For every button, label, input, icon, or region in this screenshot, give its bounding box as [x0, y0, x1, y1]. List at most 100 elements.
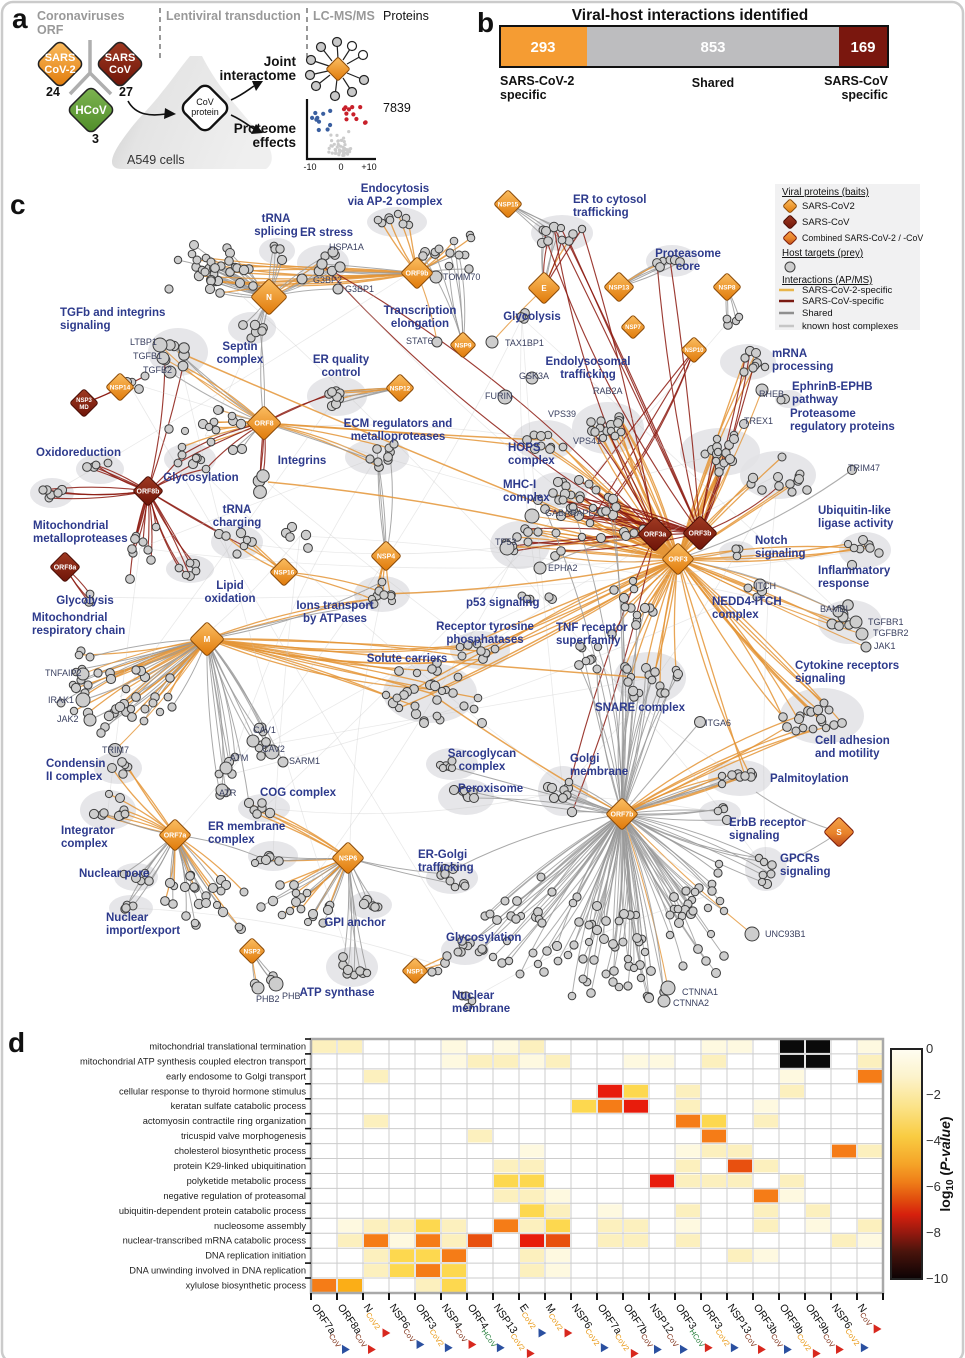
svg-text:Proteasome: Proteasome: [655, 248, 721, 260]
svg-text:Endocytosis: Endocytosis: [361, 183, 429, 195]
svg-text:Joint: Joint: [264, 54, 297, 69]
svg-text:mRNA: mRNA: [772, 348, 807, 360]
svg-text:via AP-2 complex: via AP-2 complex: [348, 196, 443, 208]
svg-text:superfamily: superfamily: [556, 635, 621, 647]
svg-text:Glycosylation: Glycosylation: [163, 472, 238, 484]
svg-text:Solute carriers: Solute carriers: [367, 653, 448, 665]
svg-text:II complex: II complex: [46, 771, 103, 783]
svg-text:metalloproteases: metalloproteases: [33, 533, 128, 545]
svg-text:NSP7: NSP7: [625, 325, 641, 331]
svg-text:negative regulation of proteas: negative regulation of proteasomal: [163, 1191, 306, 1201]
svg-text:COG complex: COG complex: [260, 787, 337, 799]
svg-text:CAV2: CAV2: [262, 744, 285, 754]
svg-text:IRAK1: IRAK1: [48, 695, 74, 705]
svg-text:A549 cells: A549 cells: [127, 153, 185, 167]
svg-text:Nuclear pore: Nuclear pore: [79, 868, 149, 880]
svg-text:signaling: signaling: [60, 320, 110, 332]
svg-text:S: S: [836, 828, 842, 837]
svg-text:ER-Golgi: ER-Golgi: [418, 849, 467, 861]
svg-text:SARS-CoV: SARS-CoV: [824, 74, 889, 88]
svg-text:-10: -10: [303, 162, 316, 172]
svg-text:ORF3b: ORF3b: [689, 531, 712, 538]
svg-text:853: 853: [700, 39, 725, 56]
svg-text:Lentiviral transduction: Lentiviral transduction: [166, 9, 301, 23]
svg-text:xylulose biosynthetic process: xylulose biosynthetic process: [186, 1281, 307, 1291]
svg-text:Coronaviruses: Coronaviruses: [37, 9, 125, 23]
svg-text:Condensin: Condensin: [46, 758, 105, 770]
svg-text:Nuclear: Nuclear: [106, 912, 149, 924]
svg-text:oxidation: oxidation: [204, 593, 255, 605]
svg-text:ORF7a: ORF7a: [164, 833, 187, 840]
svg-text:SNARE complex: SNARE complex: [595, 702, 686, 714]
svg-text:TAX1BP1: TAX1BP1: [505, 338, 544, 348]
svg-text:MD: MD: [79, 405, 89, 411]
svg-text:mitochondrial translational te: mitochondrial translational termination: [149, 1042, 306, 1052]
svg-text:ER membrane: ER membrane: [208, 821, 285, 833]
svg-text:Notch: Notch: [755, 535, 788, 547]
svg-text:E: E: [541, 284, 547, 293]
svg-text:G3BP1: G3BP1: [345, 284, 374, 294]
svg-text:−8: −8: [926, 1225, 941, 1240]
svg-text:NSP2: NSP2: [244, 948, 261, 955]
svg-text:import/export: import/export: [106, 925, 180, 937]
svg-text:LTBP1: LTBP1: [130, 337, 157, 347]
svg-text:EphrinB-EPHB: EphrinB-EPHB: [792, 381, 873, 393]
svg-text:keratan sulfate catabolic proc: keratan sulfate catabolic process: [171, 1101, 307, 1111]
svg-text:293: 293: [530, 39, 555, 56]
svg-text:ErbB receptor: ErbB receptor: [729, 817, 806, 829]
svg-text:Shared: Shared: [692, 76, 734, 90]
svg-text:Proteins: Proteins: [383, 9, 429, 23]
svg-text:ORF: ORF: [37, 23, 64, 37]
svg-text:Oxidoreduction: Oxidoreduction: [36, 447, 121, 459]
svg-text:signaling: signaling: [729, 830, 779, 842]
svg-text:Transcription: Transcription: [384, 305, 457, 317]
svg-text:signaling: signaling: [780, 866, 830, 878]
svg-text:response: response: [818, 578, 869, 590]
svg-text:RAB2A: RAB2A: [593, 386, 623, 396]
svg-text:signaling: signaling: [755, 548, 805, 560]
svg-text:NSP14: NSP14: [110, 384, 131, 391]
svg-text:tRNA: tRNA: [223, 504, 252, 516]
svg-text:elongation: elongation: [391, 318, 449, 330]
svg-text:ITGA6: ITGA6: [705, 718, 731, 728]
svg-text:by ATPases: by ATPases: [303, 613, 367, 625]
svg-text:cholesterol biosynthetic proce: cholesterol biosynthetic process: [174, 1146, 306, 1156]
svg-text:ligase activity: ligase activity: [818, 518, 894, 530]
svg-text:TNFAIP2: TNFAIP2: [45, 668, 82, 678]
svg-text:RHEB: RHEB: [759, 389, 784, 399]
svg-text:Palmitoylation: Palmitoylation: [770, 773, 849, 785]
svg-text:CAV1: CAV1: [253, 725, 276, 735]
svg-text:ubiquitin-dependent protein ca: ubiquitin-dependent protein catabolic pr…: [119, 1206, 306, 1216]
svg-text:known host complexes: known host complexes: [802, 321, 898, 332]
svg-text:N: N: [266, 293, 272, 302]
svg-text:NSP3: NSP3: [76, 398, 92, 404]
svg-text:Mitochondrial: Mitochondrial: [32, 612, 107, 624]
svg-text:−6: −6: [926, 1179, 941, 1194]
svg-text:processing: processing: [772, 361, 833, 373]
svg-text:−10: −10: [926, 1271, 948, 1286]
svg-text:Inflammatory: Inflammatory: [818, 565, 891, 577]
svg-text:Endolysosomal: Endolysosomal: [546, 356, 631, 368]
svg-text:SARS-CoV: SARS-CoV: [802, 217, 850, 228]
svg-text:p53 signaling: p53 signaling: [466, 597, 540, 609]
svg-text:regulatory proteins: regulatory proteins: [790, 421, 895, 433]
svg-text:complex: complex: [712, 609, 759, 621]
svg-text:membrane: membrane: [452, 1003, 510, 1015]
svg-text:ORF7b: ORF7b: [611, 812, 634, 819]
svg-text:GSK3A: GSK3A: [519, 371, 549, 381]
svg-text:Interactions (AP/MS): Interactions (AP/MS): [782, 275, 872, 286]
svg-text:TNF receptor: TNF receptor: [556, 622, 628, 634]
svg-text:TRIM7: TRIM7: [102, 745, 129, 755]
svg-text:complex: complex: [208, 834, 255, 846]
svg-text:Cytokine receptors: Cytokine receptors: [795, 660, 899, 672]
svg-text:SARS-CoV-2-specific: SARS-CoV-2-specific: [802, 285, 893, 296]
svg-text:Ions transport: Ions transport: [296, 600, 373, 612]
svg-text:core: core: [676, 261, 700, 273]
svg-text:tRNA: tRNA: [262, 213, 291, 225]
svg-text:ORF3a: ORF3a: [644, 532, 667, 539]
svg-text:Lipid: Lipid: [216, 580, 243, 592]
svg-text:cellular response to thyroid h: cellular response to thyroid hormone sti…: [119, 1086, 306, 1096]
svg-text:DNA unwinding involved in DNA: DNA unwinding involved in DNA replicatio…: [129, 1266, 306, 1276]
svg-text:BAMBI: BAMBI: [820, 604, 848, 614]
svg-text:early endosome to Golgi transp: early endosome to Golgi transport: [166, 1071, 306, 1081]
